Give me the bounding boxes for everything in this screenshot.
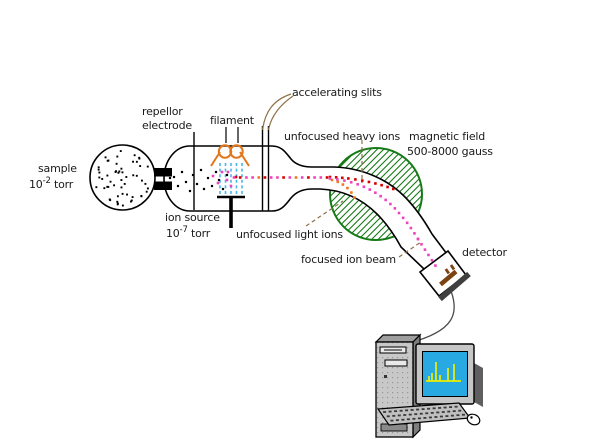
monitor-screen bbox=[422, 351, 468, 397]
focused-ion-beam-label: focused ion beam bbox=[301, 253, 396, 266]
slits-pointer-2 bbox=[267, 95, 294, 131]
filament-coil bbox=[210, 144, 250, 167]
computer bbox=[374, 333, 483, 439]
slits-pointer-1 bbox=[261, 93, 292, 131]
unfocused-light-ions-label: unfocused light ions bbox=[236, 228, 343, 241]
beam-into-detector bbox=[416, 237, 437, 267]
sample-label: sample bbox=[38, 162, 77, 175]
detector-end-cap bbox=[438, 271, 471, 302]
ion-source-pressure-label: 10-7 torr bbox=[166, 225, 211, 240]
ion-source-label: ion source bbox=[165, 211, 220, 224]
magnetic-field-label-line1: magnetic field bbox=[409, 130, 485, 143]
monitor-shadow bbox=[474, 363, 483, 407]
inlet-valve-top bbox=[154, 168, 172, 177]
mouse-button bbox=[470, 416, 473, 419]
detector-label: detector bbox=[462, 246, 508, 259]
drive-bay-2 bbox=[384, 359, 408, 367]
sample-pressure-label: 10-2 torr bbox=[29, 176, 74, 191]
repellor-label-line2: electrode bbox=[142, 119, 192, 132]
ionization-region-dots bbox=[211, 170, 238, 188]
inlet-valve-bottom bbox=[154, 181, 172, 190]
detector-housing bbox=[418, 249, 468, 298]
detector-element bbox=[439, 264, 458, 287]
sample-gas-molecules bbox=[95, 150, 149, 207]
accelerating-slits-label: accelerating slits bbox=[292, 86, 382, 99]
keyboard-keys bbox=[383, 405, 465, 422]
power-button bbox=[384, 375, 387, 378]
repellor-label-line1: repellor bbox=[142, 105, 183, 118]
focused-beam-pointer bbox=[398, 241, 422, 258]
neutral-molecule-dots bbox=[168, 168, 229, 193]
ion-beam-dots bbox=[232, 175, 420, 241]
label-pointers bbox=[261, 93, 422, 258]
filament-label: filament bbox=[210, 114, 255, 127]
light-ions-pointer bbox=[305, 200, 344, 227]
mouse bbox=[466, 413, 481, 426]
detector-signal-cable bbox=[408, 290, 455, 344]
screen-spectrum-trace bbox=[426, 362, 461, 382]
sample-bulb bbox=[89, 144, 156, 211]
unfocused-heavy-ions-label: unfocused heavy ions bbox=[284, 130, 400, 143]
magnetic-field-label-line2: 500-8000 gauss bbox=[407, 145, 493, 158]
